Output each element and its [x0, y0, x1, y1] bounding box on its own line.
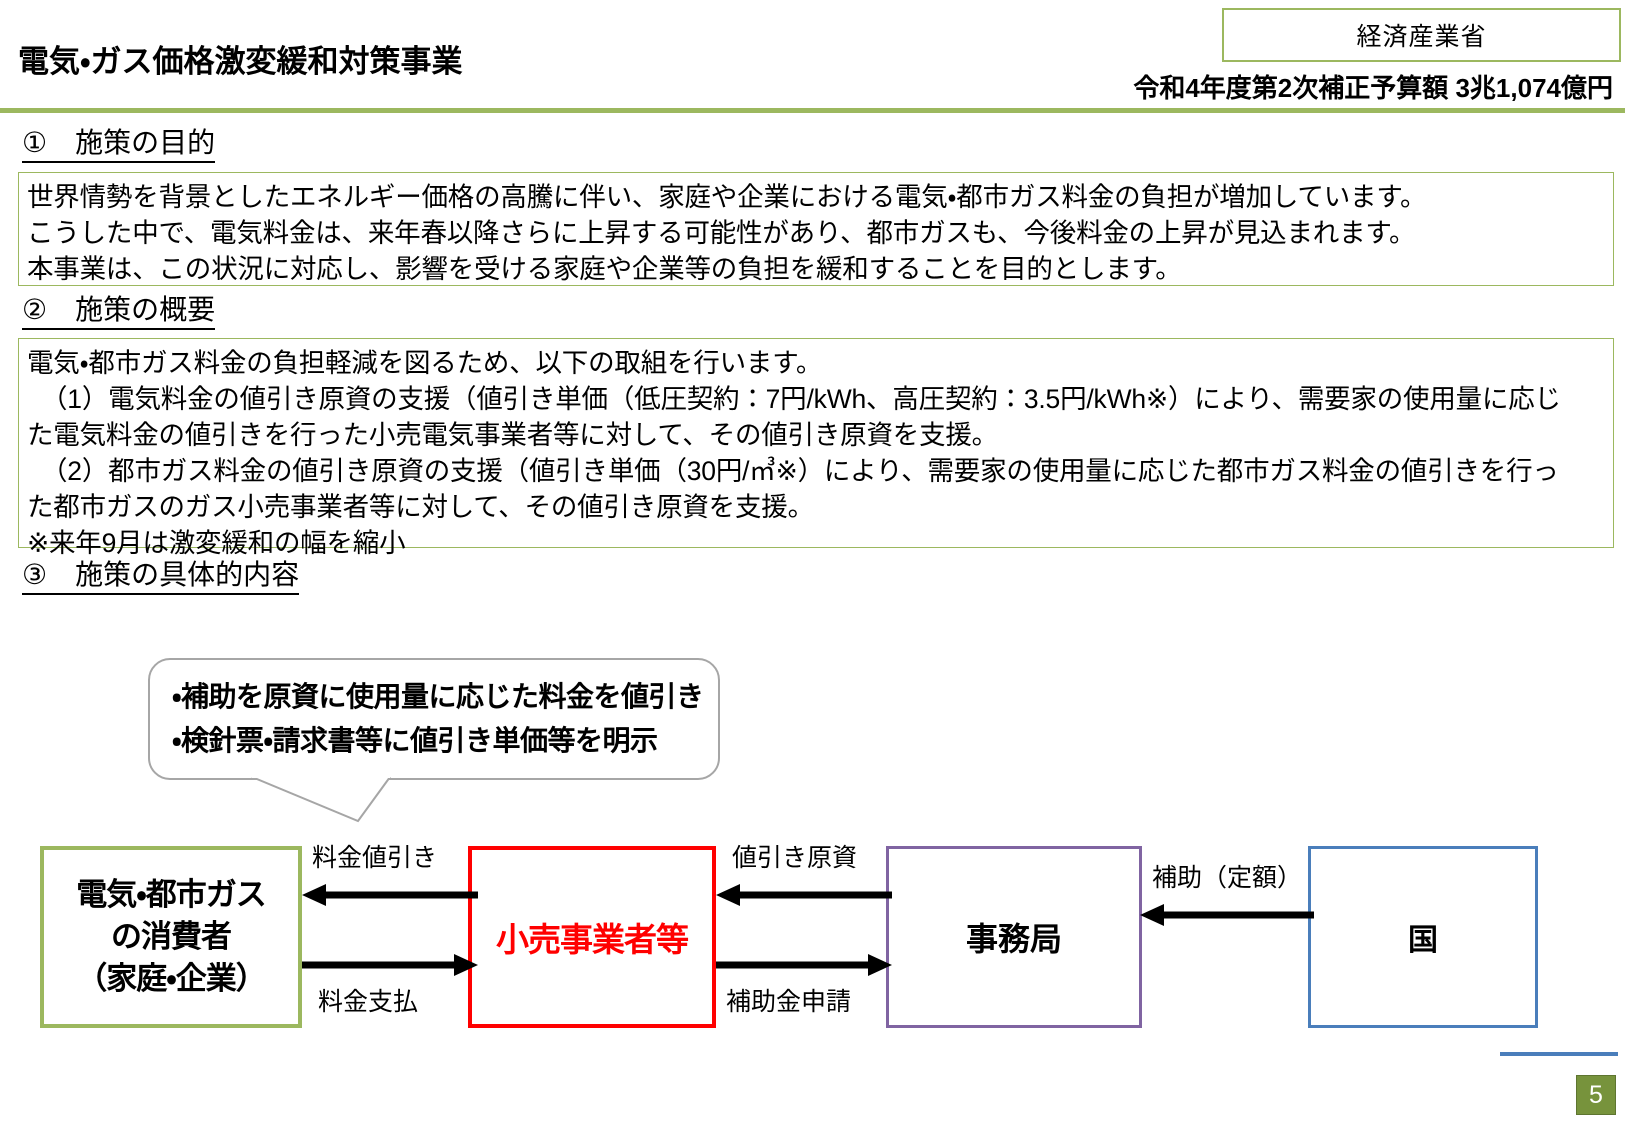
arrow-discount-to-consumer-icon [302, 884, 478, 906]
office-label: 事務局 [965, 921, 1062, 957]
arrow-label-subsidy-fixed: 補助（定額） [1152, 864, 1303, 892]
consumer-line-1: 電気・都市ガス [76, 877, 267, 912]
arrow-funds-to-retailer-icon [716, 884, 892, 906]
section-heading-outline: ② 施策の概要 [22, 294, 216, 330]
arrow-label-discount-funds: 値引き原資 [732, 844, 858, 872]
outline-panel: 電気・都市ガス料金の負担軽減を図るため、以下の取組を行います。 （1）電気料金の… [18, 338, 1614, 558]
purpose-line-3: 本事業は、この状況に対応し、影響を受ける家庭や企業等の負担を緩和することを目的と… [27, 254, 1182, 284]
arrow-label-price-discount: 料金値引き [312, 844, 438, 872]
footer-divider [1500, 1052, 1618, 1056]
outline-line-3: た電気料金の値引きを行った小売電気事業者等に対して、その値引き原資を支援。 [27, 420, 998, 450]
outline-footnote: ※来年9月は激変緩和の幅を縮小 [27, 528, 406, 558]
callout-line-1: ・補助を原資に使用量に応じた料金を値引き [172, 681, 704, 712]
page-number-badge: 5 [1576, 1075, 1616, 1115]
ministry-badge: 経済産業省 [1222, 8, 1621, 62]
purpose-panel: 世界情勢を背景としたエネルギー価格の高騰に伴い、家庭や企業における電気・都市ガス… [18, 172, 1614, 286]
arrow-label-price-payment: 料金支払 [318, 988, 419, 1016]
purpose-line-1: 世界情勢を背景としたエネルギー価格の高騰に伴い、家庭や企業における電気・都市ガス… [27, 182, 1427, 212]
diagram-box-consumer: 電気・都市ガス の消費者 （家庭・企業） [40, 846, 302, 1028]
page-title: 電気・ガス価格激変緩和対策事業 [18, 44, 463, 79]
arrow-application-to-office-icon [716, 954, 892, 976]
section-heading-purpose: ① 施策の目的 [22, 127, 216, 163]
outline-line-4: （2）都市ガス料金の値引き原資の支援（値引き単価（30円/㎥※）により、需要家の… [41, 456, 1559, 486]
state-label: 国 [1408, 924, 1438, 957]
title-divider [0, 108, 1625, 113]
outline-line-2: （1）電気料金の値引き原資の支援（値引き単価（低圧契約：7円/kWh、高圧契約：… [41, 384, 1561, 414]
purpose-line-2: こうした中で、電気料金は、来年春以降さらに上昇する可能性があり、都市ガスも、今後… [27, 218, 1416, 248]
callout-line-2: ・検針票・請求書等に値引き単価等を明示 [172, 725, 658, 756]
callout-balloon: ・補助を原資に使用量に応じた料金を値引き ・検針票・請求書等に値引き単価等を明示 [148, 658, 720, 780]
arrow-label-subsidy-application: 補助金申請 [726, 988, 852, 1016]
diagram-box-office: 事務局 [886, 846, 1142, 1028]
consumer-line-3: （家庭・企業） [76, 961, 267, 996]
arrow-payment-to-retailer-icon [302, 954, 478, 976]
arrow-subsidy-to-office-icon [1140, 904, 1314, 926]
outline-line-5: た都市ガスのガス小売事業者等に対して、その値引き原資を支援。 [27, 492, 814, 522]
diagram-box-retailer: 小売事業者等 [468, 846, 716, 1028]
budget-amount: 令和4年度第2次補正予算額 3兆1,074億円 [1133, 73, 1613, 103]
consumer-line-2: の消費者 [111, 919, 232, 954]
outline-line-1: 電気・都市ガス料金の負担軽減を図るため、以下の取組を行います。 [27, 348, 823, 378]
diagram-box-state: 国 [1308, 846, 1538, 1028]
section-heading-details: ③ 施策の具体的内容 [22, 559, 300, 595]
retailer-label: 小売事業者等 [496, 921, 689, 958]
callout-tail-icon [251, 775, 391, 823]
ministry-label: 経済産業省 [1356, 23, 1487, 51]
